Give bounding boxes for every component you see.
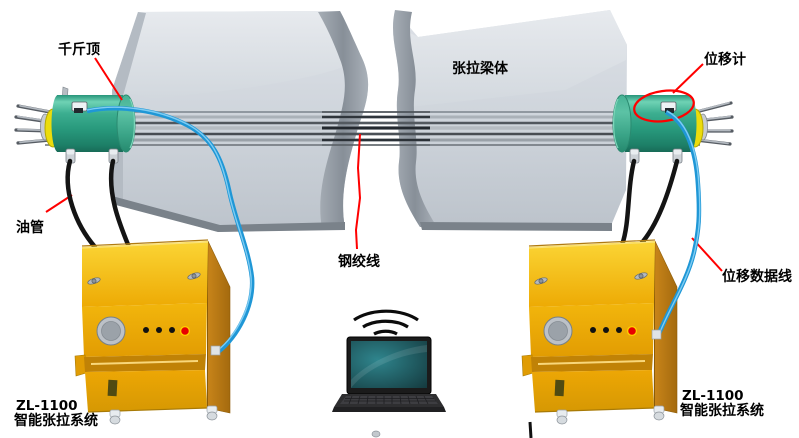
left-oil-hose-2 [108,158,132,250]
label-right-system-name: 智能张拉系统 [679,402,764,419]
right-oil-hose-1 [619,158,637,248]
left-beam-body [112,11,369,232]
label-oil-pipe: 油管 [16,219,44,236]
left-cabinet [74,239,231,425]
oil-hoses [65,158,680,250]
label-left-system-name: 智能张拉系统 [13,412,98,429]
label-left-system-model: ZL-1100 [16,398,78,414]
left-jack [39,86,136,164]
steel-strands [14,101,734,146]
wifi-icon [353,309,419,336]
laptop-screen [351,341,427,388]
left-oil-hose-1 [65,158,98,250]
laptop-front-edge [332,407,446,412]
left-tube-connector [210,345,221,356]
leader-displacement-gauge [672,63,704,94]
small-caster [371,430,381,438]
right-cabinet-cable [528,421,533,438]
left-data-tube [86,106,255,354]
label-displacement-gauge: 位移计 [704,51,746,68]
label-steel-strand: 钢绞线 [338,253,380,270]
leader-steel-strand [354,133,362,250]
strand-gap-segment [322,111,430,146]
data-tubes [86,106,702,356]
label-data-line: 位移数据线 [722,268,792,285]
label-jack: 千斤顶 [58,41,100,58]
displacement-gauge-highlight-ellipse [633,89,695,123]
right-oil-hose-2 [637,158,680,248]
laptop [332,336,446,412]
right-beam-body [393,10,627,231]
label-right-system-model: ZL-1100 [682,388,744,404]
right-tube-connector [651,329,662,340]
leader-jack [94,57,123,101]
label-beam-body: 张拉梁体 [452,60,509,77]
